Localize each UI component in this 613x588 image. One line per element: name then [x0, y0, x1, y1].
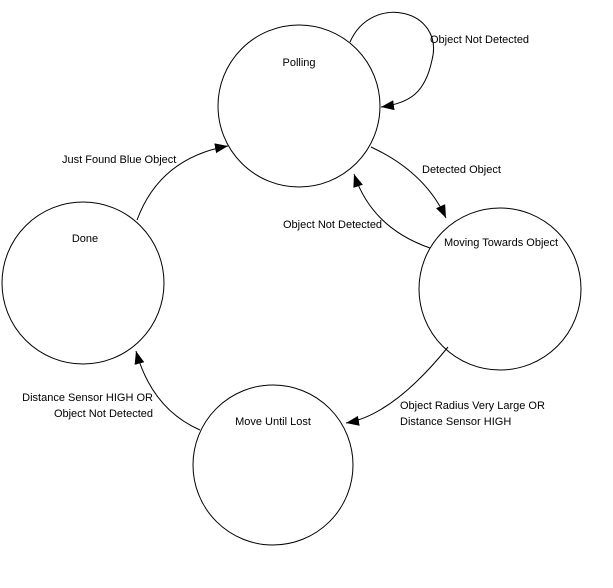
transition-label-done-to-polling: Just Found Blue Object — [62, 154, 177, 166]
transition-label-move-until-lost-to-done: Distance Sensor HIGH OR Object Not Detec… — [22, 392, 153, 420]
transition-arrow-moving-to-move-until-lost — [345, 346, 449, 426]
transition-label-moving-to-polling: Object Not Detected — [283, 219, 383, 231]
state-label-done: Done — [71, 233, 99, 245]
transition-label-polling-self-loop: Object Not Detected — [430, 34, 530, 46]
transition-arrow-polling-to-moving — [370, 146, 447, 219]
state-circle-done — [1, 201, 165, 365]
transition-label-moving-to-move-until-lost: Object Radius Very Large OR Distance Sen… — [400, 400, 545, 428]
state-label-polling: Polling — [282, 57, 316, 69]
transition-arrow-polling-self-loop — [349, 11, 435, 111]
state-circle-polling — [217, 24, 381, 188]
state-circle-moving-towards-object — [418, 207, 582, 371]
transition-arrow-moving-to-polling — [353, 173, 431, 249]
transition-arrow-move-until-lost-to-done — [134, 350, 201, 431]
transition-label-polling-to-moving: Detected Object — [422, 164, 501, 176]
state-label-moving-towards-object: Moving Towards Object — [443, 237, 559, 249]
state-circle-move-until-lost — [192, 384, 354, 546]
state-label-move-until-lost: Move Until Lost — [235, 416, 311, 428]
transition-arrow-done-to-polling — [136, 143, 229, 221]
